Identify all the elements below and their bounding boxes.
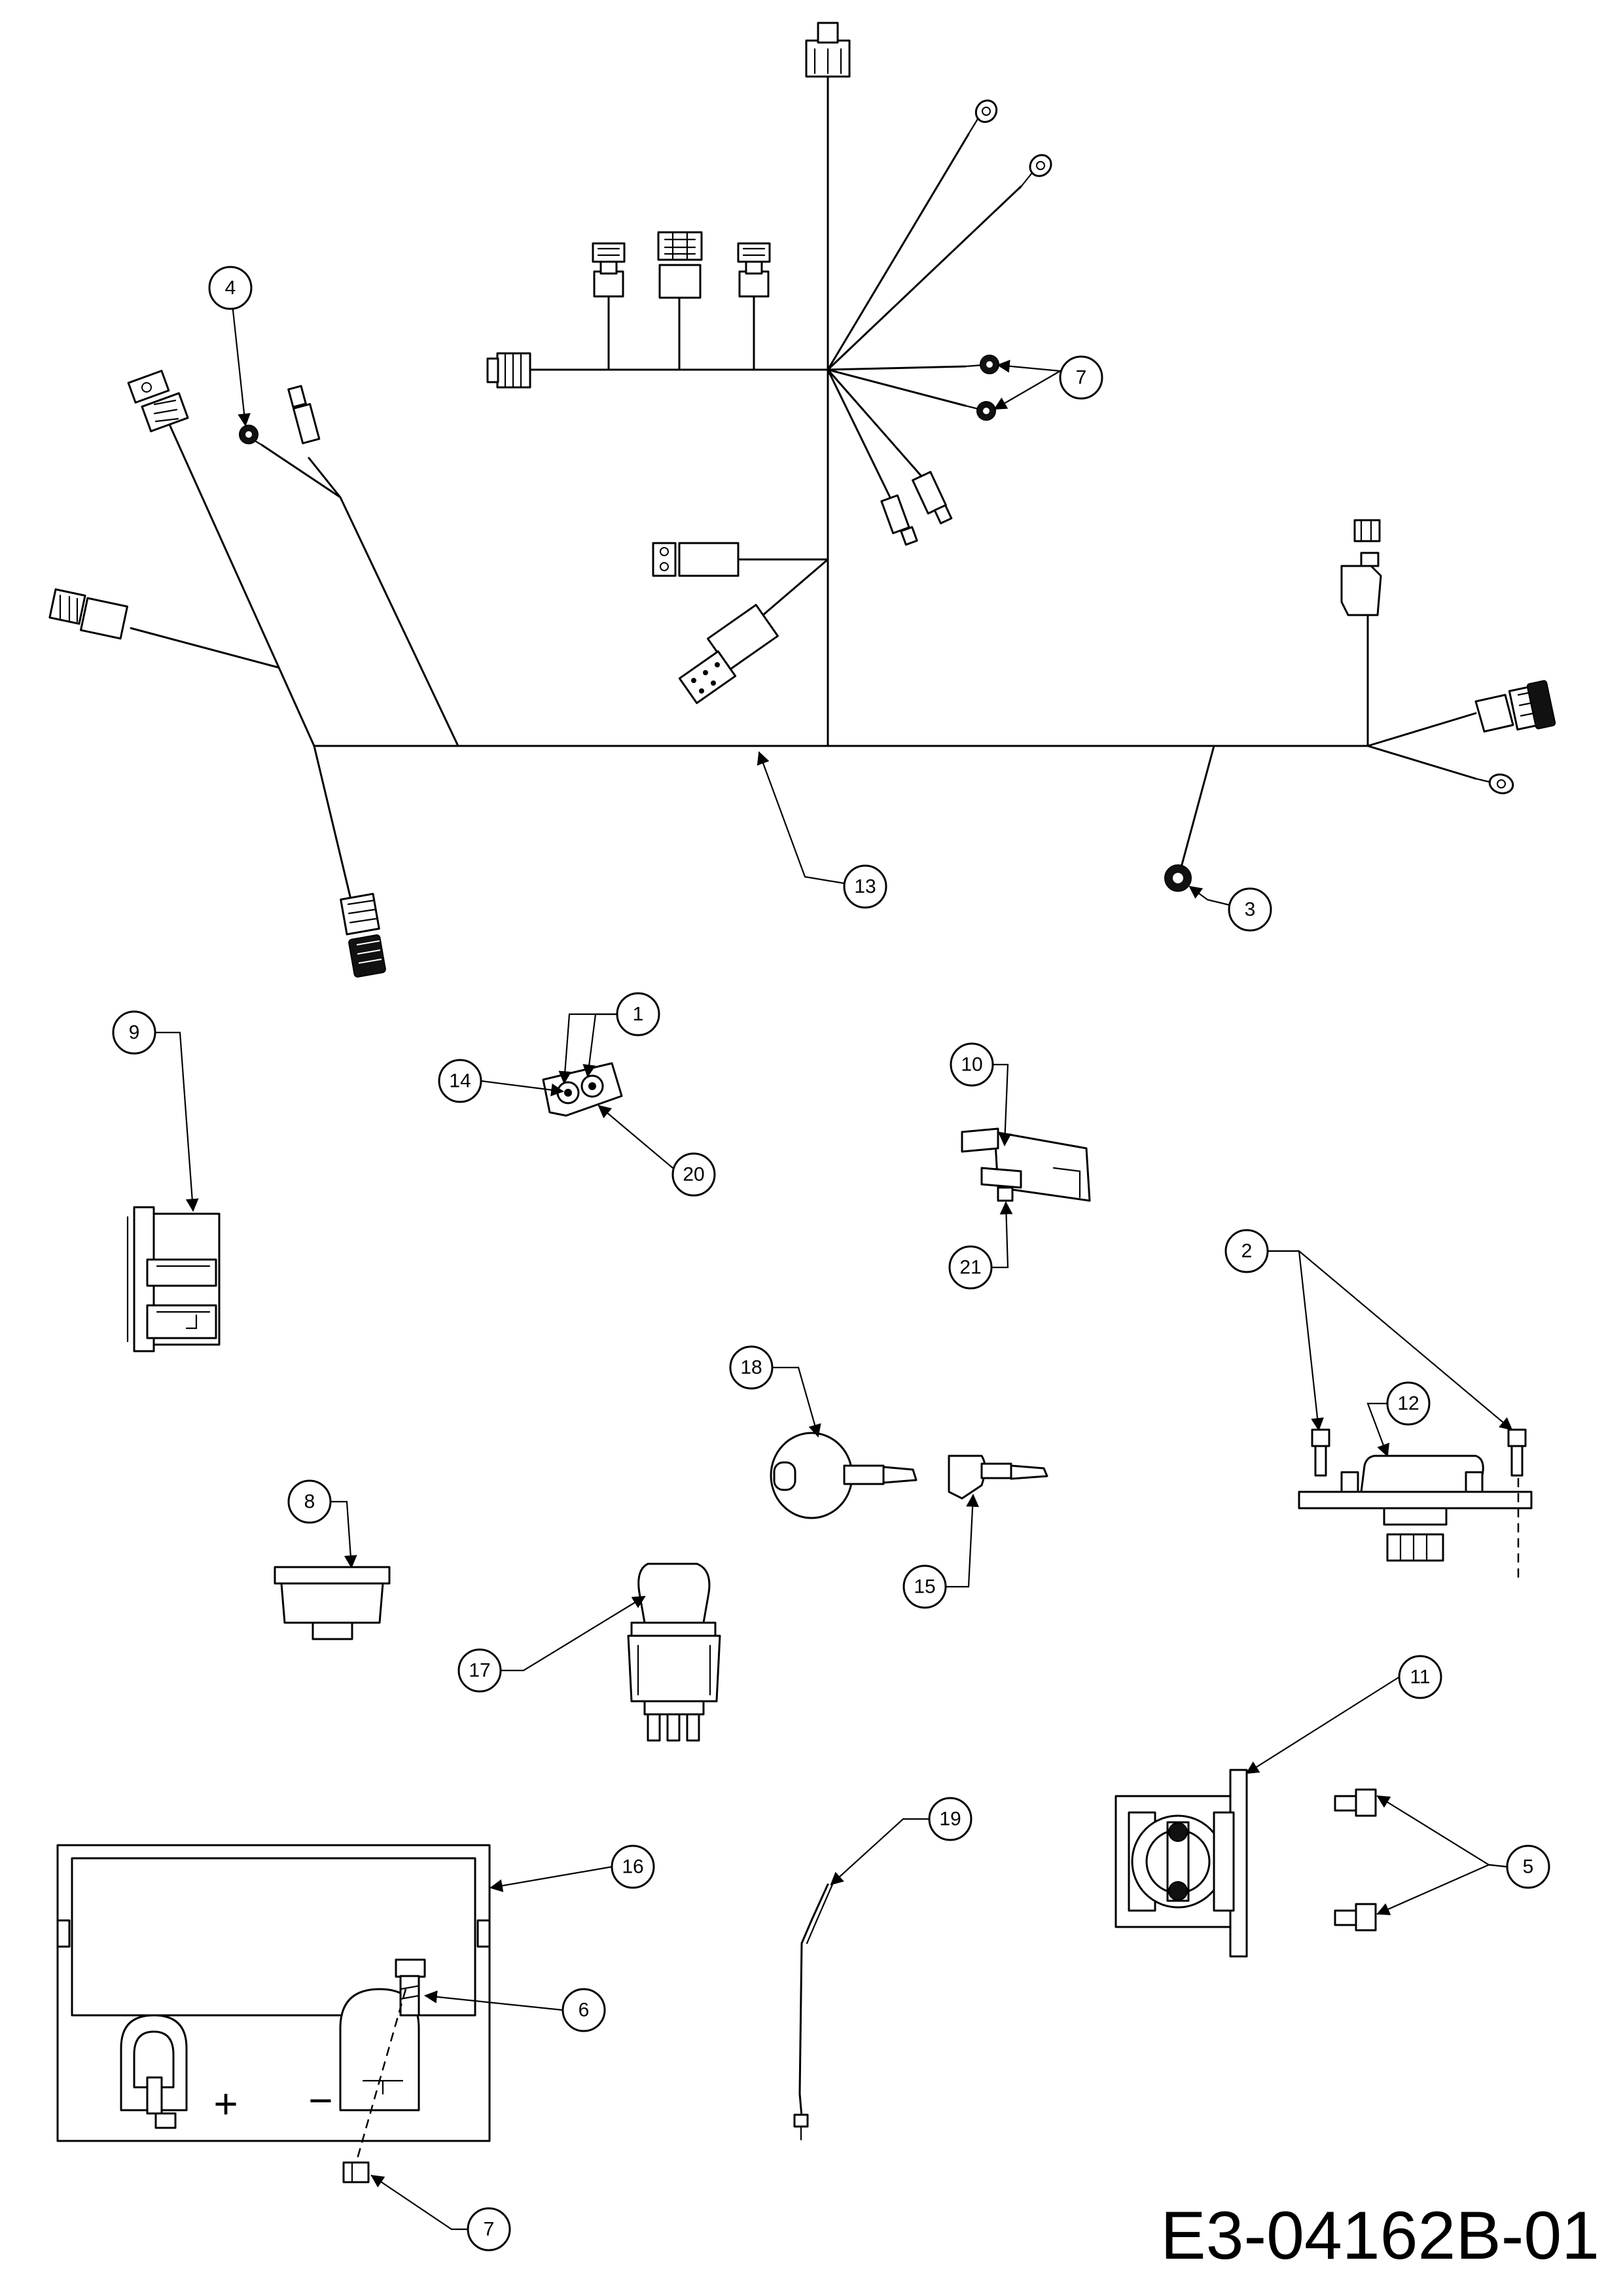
ring-terminal-3 xyxy=(1164,864,1192,892)
callout-6: 6 xyxy=(562,1988,606,2032)
bullet-connector-1 xyxy=(880,494,918,546)
ring-terminal-right xyxy=(1474,773,1514,794)
connector-c xyxy=(737,242,771,298)
diagonal-connector xyxy=(678,603,779,704)
callout-7-battery: 7 xyxy=(467,2207,511,2252)
ring-terminal-4 xyxy=(239,425,263,446)
callout-1: 1 xyxy=(616,992,660,1036)
svg-text:12: 12 xyxy=(1397,1393,1419,1415)
top-connector xyxy=(805,22,851,78)
part-10-plunger-switch xyxy=(961,1127,1091,1202)
svg-text:10: 10 xyxy=(961,1054,982,1076)
svg-text:14: 14 xyxy=(449,1070,471,1092)
svg-text:8: 8 xyxy=(304,1491,315,1513)
ring-terminal-7b xyxy=(964,401,996,421)
connector-top-right xyxy=(1340,519,1382,616)
connector-top-left xyxy=(127,370,189,433)
part-8-lamp xyxy=(274,1566,391,1640)
svg-text:5: 5 xyxy=(1523,1856,1534,1878)
connector-b xyxy=(657,231,703,299)
positive-mark: + xyxy=(213,2080,238,2127)
leader-lines xyxy=(154,303,1513,2231)
part-12-seat-switch xyxy=(1298,1428,1533,1583)
svg-text:20: 20 xyxy=(683,1164,704,1186)
callout-18: 18 xyxy=(729,1345,774,1390)
relay-connector xyxy=(652,542,740,577)
callout-4: 4 xyxy=(208,266,253,310)
callout-19: 19 xyxy=(928,1797,972,1841)
bullet-connector-2 xyxy=(912,470,953,525)
part-9-gauge xyxy=(126,1206,221,1352)
callout-16: 16 xyxy=(611,1845,655,1889)
callout-7-harness: 7 xyxy=(1059,355,1103,400)
callout-3: 3 xyxy=(1228,887,1272,932)
part-16-battery: + − xyxy=(56,1844,491,2142)
part-11-ignition-switch xyxy=(1115,1769,1248,1958)
svg-text:11: 11 xyxy=(1410,1667,1430,1688)
svg-text:1: 1 xyxy=(633,1004,644,1025)
callout-2: 2 xyxy=(1224,1229,1269,1273)
callout-17: 17 xyxy=(457,1648,502,1693)
battery-terminal-positive xyxy=(120,2014,188,2129)
part-15-key xyxy=(948,1455,1048,1500)
svg-text:17: 17 xyxy=(469,1660,490,1682)
bullet-connector-left xyxy=(287,385,321,444)
svg-text:18: 18 xyxy=(740,1357,762,1379)
drawing-number: E3-04162B-01 xyxy=(1160,2198,1599,2274)
callout-5: 5 xyxy=(1506,1845,1550,1889)
svg-text:19: 19 xyxy=(939,1809,961,1830)
svg-text:16: 16 xyxy=(622,1856,643,1878)
connector-bottom-left xyxy=(340,892,386,978)
svg-text:21: 21 xyxy=(959,1257,981,1279)
connector-far-left xyxy=(48,588,129,640)
callout-11: 11 xyxy=(1398,1655,1442,1699)
ring-terminal-top-1 xyxy=(966,99,998,137)
connector-a xyxy=(592,242,626,298)
wiring-harness xyxy=(48,22,1556,978)
part-18-key xyxy=(770,1432,918,1519)
callout-13: 13 xyxy=(843,864,887,909)
callout-8: 8 xyxy=(287,1479,332,1524)
svg-text:9: 9 xyxy=(129,1022,140,1044)
svg-text:3: 3 xyxy=(1245,899,1256,921)
part-19-cable xyxy=(793,1883,834,2141)
svg-text:7: 7 xyxy=(484,2219,495,2240)
callout-9: 9 xyxy=(112,1010,156,1055)
ring-terminal-7a xyxy=(964,355,999,374)
callout-14: 14 xyxy=(438,1059,482,1103)
svg-text:2: 2 xyxy=(1241,1241,1253,1262)
part-14-switch-bracket xyxy=(542,1062,623,1117)
svg-text:13: 13 xyxy=(854,876,876,898)
part-7-nut xyxy=(342,2161,370,2183)
connector-left-stack xyxy=(486,352,531,389)
part-5-fasteners xyxy=(1334,1788,1377,1932)
callout-20: 20 xyxy=(671,1152,716,1197)
svg-text:4: 4 xyxy=(225,277,236,299)
battery-terminal-negative xyxy=(339,1988,420,2111)
ring-terminal-top-2 xyxy=(1018,154,1052,190)
connector-right xyxy=(1474,680,1556,733)
callout-15: 15 xyxy=(902,1564,947,1609)
callout-21: 21 xyxy=(948,1245,993,1290)
svg-text:7: 7 xyxy=(1076,367,1087,389)
svg-text:15: 15 xyxy=(914,1576,935,1598)
callout-10: 10 xyxy=(950,1042,994,1087)
svg-text:6: 6 xyxy=(579,2000,590,2021)
negative-mark: − xyxy=(308,2077,332,2124)
callout-12: 12 xyxy=(1386,1381,1431,1426)
part-17-pto-switch xyxy=(627,1563,721,1742)
